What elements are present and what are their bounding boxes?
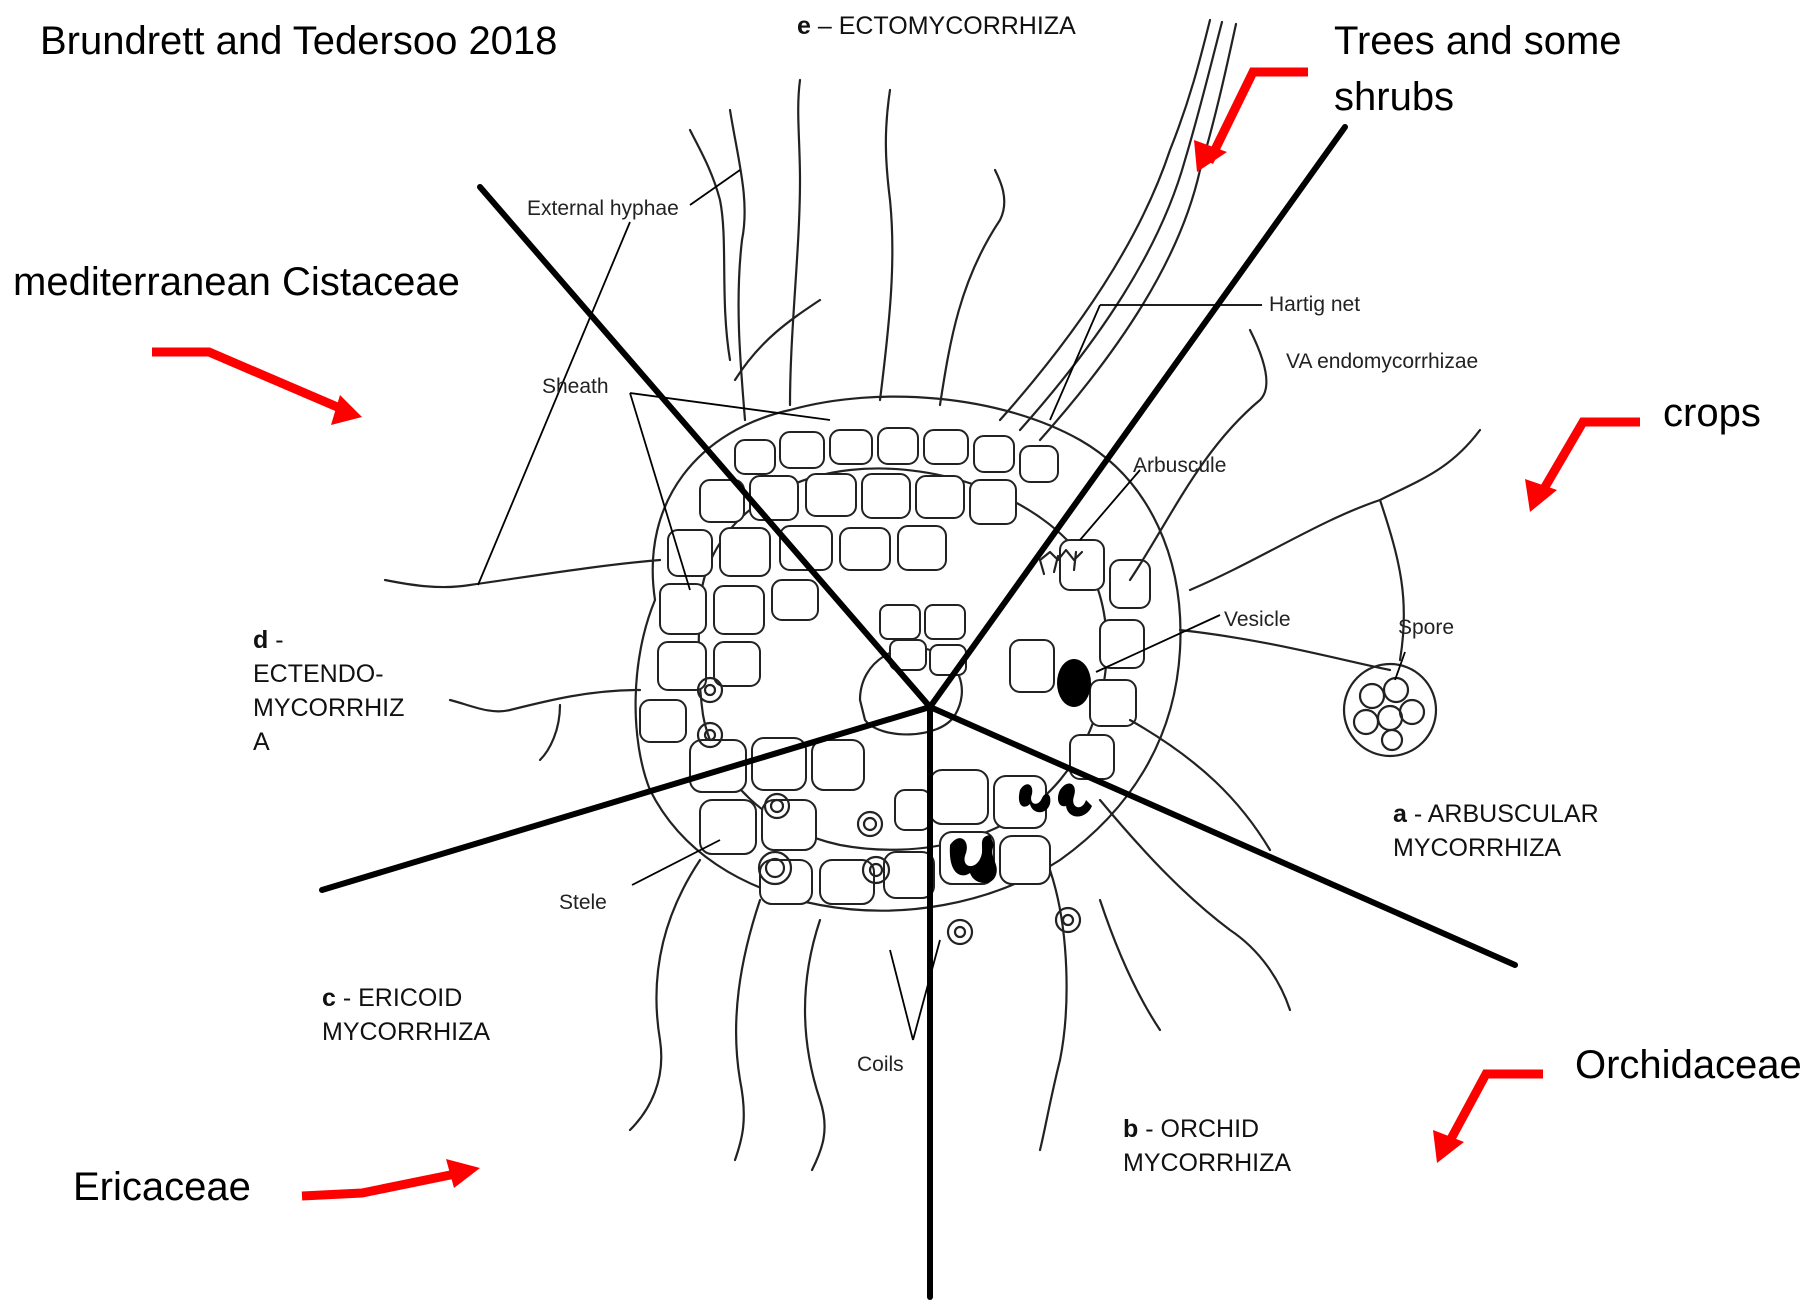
host-crops: crops: [1663, 391, 1761, 435]
spore: [1344, 664, 1436, 756]
category-b-line1: b - ORCHID: [1123, 1115, 1259, 1143]
category-d-line4: A: [253, 728, 270, 756]
category-d-line3: MYCORRHIZ: [253, 694, 404, 722]
category-e: e – ECTOMYCORRHIZA: [797, 12, 1076, 40]
host-mediterranean: mediterranean Cistaceae: [13, 260, 460, 304]
label-vesicle: Vesicle: [1224, 608, 1291, 631]
label-hartig-net: Hartig net: [1269, 293, 1360, 316]
arrow-ericaceae-head: [446, 1159, 480, 1188]
arrow-ericaceae: [302, 1173, 460, 1196]
label-coils: Coils: [857, 1053, 904, 1076]
arrow-mediterranean-head: [331, 395, 362, 425]
arrow-mediterranean: [152, 352, 342, 409]
category-d-line2: ECTENDO-: [253, 660, 384, 688]
category-c-line2: MYCORRHIZA: [322, 1018, 490, 1046]
category-c-line1: c - ERICOID: [322, 984, 462, 1012]
category-a-line2: MYCORRHIZA: [1393, 834, 1561, 862]
label-external-hyphae: External hyphae: [527, 197, 679, 220]
host-trees-line1: Trees and some: [1334, 19, 1622, 63]
structure-labels: External hyphae Hartig net VA endomycorr…: [527, 197, 1478, 1076]
host-trees-line2: shrubs: [1334, 75, 1454, 119]
host-orchidaceae: Orchidaceae: [1575, 1043, 1802, 1087]
arrow-crops: [1538, 422, 1640, 499]
category-labels: e – ECTOMYCORRHIZA d - ECTENDO- MYCORRHI…: [253, 12, 1599, 1177]
category-a-line1: a - ARBUSCULAR: [1393, 800, 1599, 828]
label-arbuscule: Arbuscule: [1133, 454, 1226, 477]
category-d-line1: d -: [253, 626, 284, 654]
orchid-peloton-3: [1058, 783, 1092, 816]
label-va: VA endomycorrhizae: [1286, 350, 1478, 373]
label-spore: Spore: [1398, 616, 1454, 639]
citation: Brundrett and Tedersoo 2018: [40, 19, 557, 63]
label-sheath: Sheath: [542, 375, 609, 398]
arrow-crops-head: [1525, 479, 1557, 512]
vesicle-body: [1057, 659, 1091, 707]
arrow-orchidaceae: [1445, 1074, 1543, 1150]
arrow-trees: [1209, 72, 1308, 162]
label-stele: Stele: [559, 891, 607, 914]
host-ericaceae: Ericaceae: [73, 1165, 251, 1209]
category-b-line2: MYCORRHIZA: [1123, 1149, 1291, 1177]
